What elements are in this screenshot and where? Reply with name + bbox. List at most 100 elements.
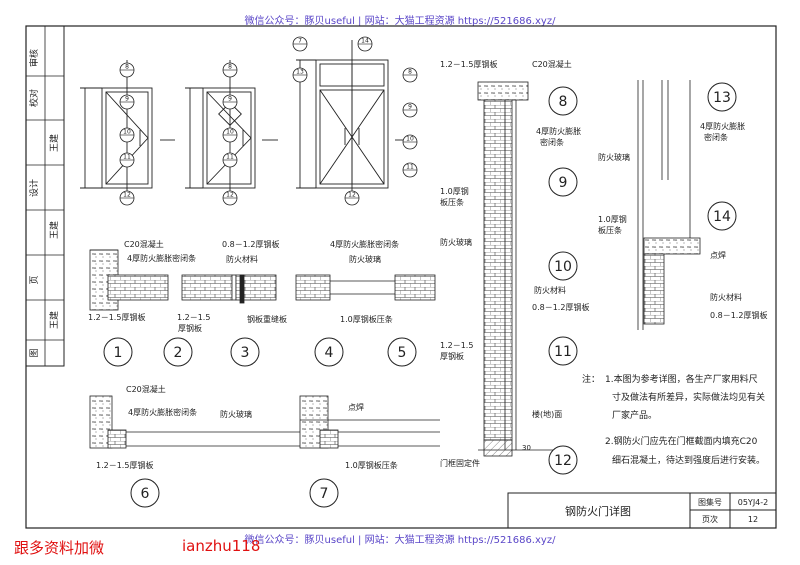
elevation-marker: 9	[119, 94, 135, 110]
notes-heading: 注：	[582, 373, 600, 385]
elevation-marker: 13	[292, 67, 308, 83]
detail-circle: 14	[707, 201, 737, 231]
label-c20-1: C20混凝土	[124, 239, 164, 249]
notes-line-2: 寸及做法有所差异，实际做法均见有关	[612, 391, 765, 403]
detail-circle: 2	[163, 337, 193, 367]
elevation-marker-label: 9	[125, 96, 129, 103]
detail-number: 5	[398, 345, 407, 361]
label-fire-glass-13: 防火玻璃	[598, 152, 630, 162]
label-floor: 楼(地)面	[532, 409, 562, 419]
label-plate-14b: 板压条	[598, 225, 622, 235]
detail-number: 13	[713, 90, 731, 106]
elevation-marker: 8	[402, 67, 418, 83]
title-block-title: 钢防火门详图	[565, 504, 631, 518]
label-dim-30: 30	[522, 444, 531, 452]
detail-circle: 12	[548, 445, 578, 475]
label-seal-1: 4厚防火膨胀密闭条	[127, 253, 196, 263]
label-fire-material-1: 防火材料	[226, 254, 258, 264]
elevation-marker-label: 10	[406, 136, 414, 143]
detail-circle: 9	[548, 167, 578, 197]
elevation-marker-label: 11	[226, 154, 234, 161]
left-title-strip: 审核 校对 设计 页 图 王建 王建 王建	[25, 25, 65, 367]
detail-circle: 11	[548, 336, 578, 366]
elevation-marker-label: 8	[125, 64, 129, 71]
detail-circle: 6	[130, 478, 160, 508]
label-frame-11b: 厚钢板	[440, 351, 464, 361]
label-thick-plate: 厚钢板	[178, 323, 202, 333]
detail-number: 8	[559, 94, 568, 110]
label-seal-8b: 密闭条	[540, 137, 564, 147]
watermark-top: 微信公众号：豚贝useful | 网站：大猫工程资源 https://52168…	[244, 16, 556, 27]
label-seal-13b: 密闭条	[704, 132, 728, 142]
vertical-section-door	[477, 81, 560, 457]
notes-line-4: 2.钢防火门应先在门框截面内填充C20	[605, 435, 758, 447]
detail-number: 7	[320, 486, 329, 502]
elevation-marker: 12	[119, 190, 135, 206]
detail-circle: 10	[548, 251, 578, 281]
label-fire-glass-1: 防火玻璃	[349, 254, 381, 264]
title-block	[507, 492, 777, 529]
label-overlap: 钢板重缝板	[247, 314, 287, 324]
strip-sign-3: 王建	[48, 311, 60, 329]
strip-label-design: 设计	[28, 179, 40, 197]
elevation-marker-label: 12	[226, 192, 234, 199]
label-frame-2: 1.2－1.5	[177, 313, 210, 322]
details-row-1	[89, 249, 436, 311]
detail-circle: 7	[309, 478, 339, 508]
label-anchor: 门框固定件	[440, 458, 480, 468]
elevation-marker-label: 12	[123, 192, 131, 199]
detail-circle: 3	[230, 337, 260, 367]
elevation-door-3	[296, 40, 410, 200]
label-plate-9b: 板压条	[440, 197, 464, 207]
elevation-marker: 11	[222, 152, 238, 168]
label-seal-13a: 4厚防火膨胀	[700, 121, 745, 131]
label-plate-0812-14: 0.8－1.2厚钢板	[710, 310, 767, 320]
elevation-marker: 12	[222, 190, 238, 206]
label-spot-weld-7: 点焊	[348, 402, 364, 412]
elevation-marker: 10	[119, 127, 135, 143]
elevation-marker: 14	[357, 36, 373, 52]
detail-circle: 13	[707, 82, 737, 112]
elevation-marker-label: 11	[123, 154, 131, 161]
elevation-marker: 8	[119, 62, 135, 78]
title-block-page-value: 12	[748, 515, 758, 524]
label-fire-glass-10: 防火玻璃	[440, 237, 472, 247]
strip-sign-1: 王建	[48, 134, 60, 152]
elevation-marker: 8	[222, 62, 238, 78]
label-frame-1: 1.2－1.5厚钢板	[88, 312, 145, 322]
detail-number: 1	[114, 345, 123, 361]
detail-circle: 5	[387, 337, 417, 367]
label-fire-glass-6: 防火玻璃	[220, 409, 252, 419]
elevation-marker-label: 8	[408, 69, 412, 76]
elevation-marker: 11	[119, 152, 135, 168]
elevation-marker-label: 11	[406, 164, 414, 171]
notes-line-5: 细石混凝土，待达到强度后进行安装。	[612, 454, 765, 466]
elevation-door-2	[185, 60, 278, 200]
elevation-marker: 10	[402, 134, 418, 150]
notes-block: 注： 1.本图为参考详图，各生产厂家用料尺 寸及做法有所差异，实际做法均见有关 …	[582, 373, 765, 466]
label-seal-8a: 4厚防火膨胀	[536, 126, 581, 136]
elevation-marker-label: 14	[361, 38, 369, 45]
detail-number: 4	[325, 345, 334, 361]
strip-label-review: 审核	[28, 49, 40, 67]
elevation-marker-label: 10	[123, 129, 131, 136]
ad-mask	[122, 536, 176, 556]
title-block-atlas-value: 05YJ4-2	[738, 498, 769, 507]
elevation-marker: 12	[344, 190, 360, 206]
elevation-marker-label: 10	[226, 129, 234, 136]
detail-number: 6	[141, 486, 150, 502]
strip-sign-2: 王建	[48, 221, 60, 239]
elevation-marker: 11	[402, 162, 418, 178]
label-seal-4: 4厚防火膨胀密闭条	[330, 239, 399, 249]
detail-number: 9	[559, 175, 568, 191]
detail-number: 11	[554, 344, 572, 360]
elevation-marker-label: 8	[228, 64, 232, 71]
label-plate-14a: 1.0厚钢	[598, 214, 627, 224]
detail-circle: 1	[103, 337, 133, 367]
notes-line-1: 1.本图为参考详图，各生产厂家用料尺	[605, 373, 758, 385]
strip-label-check: 校对	[28, 89, 40, 107]
label-press-1: 1.0厚钢板压条	[340, 314, 393, 324]
